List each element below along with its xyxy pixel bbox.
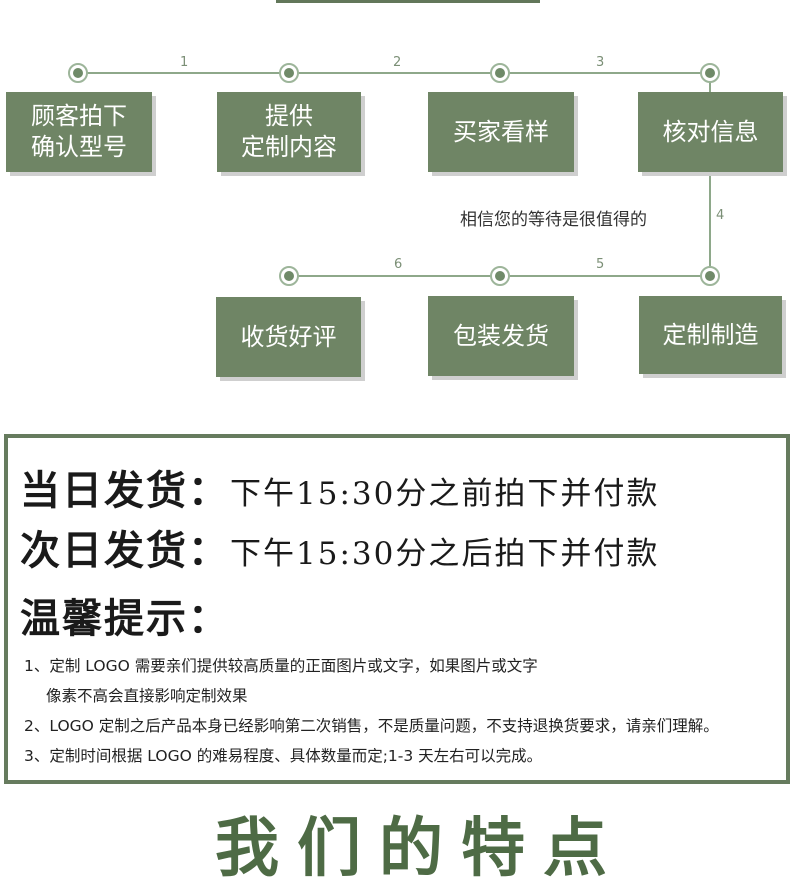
flow-node-6 — [490, 266, 510, 286]
step-number: 1 — [180, 55, 189, 70]
tip-item: 像素不高会直接影响定制效果 — [46, 687, 248, 705]
step-box-pack-ship: 包装发货 — [428, 296, 574, 376]
step-number: 3 — [596, 55, 605, 70]
step-label-line: 定制制造 — [662, 320, 759, 349]
flow-node-7 — [279, 266, 299, 286]
flow-line-top — [78, 72, 710, 74]
next-day-label: 次日发货： — [20, 527, 230, 574]
step-number: 2 — [393, 55, 402, 70]
flow-node-2 — [279, 63, 299, 83]
step-box-verify-info: 核对信息 — [638, 92, 783, 172]
same-day-label: 当日发货： — [20, 467, 230, 514]
step-label-line: 提供 — [265, 102, 313, 130]
tip-item: 3、定制时间根据 LOGO 的难易程度、具体数量而定;1-3 天左右可以完成。 — [24, 747, 543, 765]
step-label-line: 包装发货 — [453, 321, 549, 350]
step-number: 5 — [596, 257, 605, 272]
step-label-line: 顾客拍下 — [31, 102, 127, 130]
next-day-shipping: 次日发货：下午15:30分之后拍下并付款 — [20, 518, 659, 576]
top-divider — [276, 0, 540, 3]
flow-node-1 — [68, 63, 88, 83]
step-label-line: 收货好评 — [240, 322, 337, 351]
tips-title: 温馨提示： — [20, 595, 230, 642]
step-box-customer-order: 顾客拍下确认型号 — [6, 92, 152, 172]
step-box-manufacture: 定制制造 — [639, 296, 782, 374]
flow-node-3 — [490, 63, 510, 83]
shipping-info-panel: 当日发货：下午15:30分之前拍下并付款 次日发货：下午15:30分之后拍下并付… — [4, 434, 790, 784]
step-label-line: 买家看样 — [453, 117, 549, 146]
tip-item: 1、定制 LOGO 需要亲们提供较高质量的正面图片或文字，如果图片或文字 — [24, 657, 538, 675]
step-number: 4 — [716, 208, 725, 223]
wait-message: 相信您的等待是很值得的 — [460, 210, 647, 230]
step-box-provide-content: 提供定制内容 — [217, 92, 361, 172]
step-box-review-sample: 买家看样 — [428, 92, 574, 172]
step-label-line: 定制内容 — [241, 133, 337, 161]
tip-item: 2、LOGO 定制之后产品本身已经影响第二次销售，不是质量问题，不支持退换货要求… — [24, 717, 719, 735]
flow-node-4 — [700, 63, 720, 83]
section-title: 我们的特点 — [215, 812, 625, 886]
step-box-receive-review: 收货好评 — [216, 297, 361, 377]
same-day-shipping: 当日发货：下午15:30分之前拍下并付款 — [20, 458, 659, 516]
step-label-line: 确认型号 — [31, 133, 127, 161]
step-label-line: 核对信息 — [662, 117, 759, 146]
step-number: 6 — [394, 257, 403, 272]
next-day-value: 下午15:30分之后拍下并付款 — [230, 536, 660, 572]
flow-node-5 — [700, 266, 720, 286]
flow-line-vertical — [709, 72, 711, 276]
same-day-value: 下午15:30分之前拍下并付款 — [230, 476, 660, 512]
